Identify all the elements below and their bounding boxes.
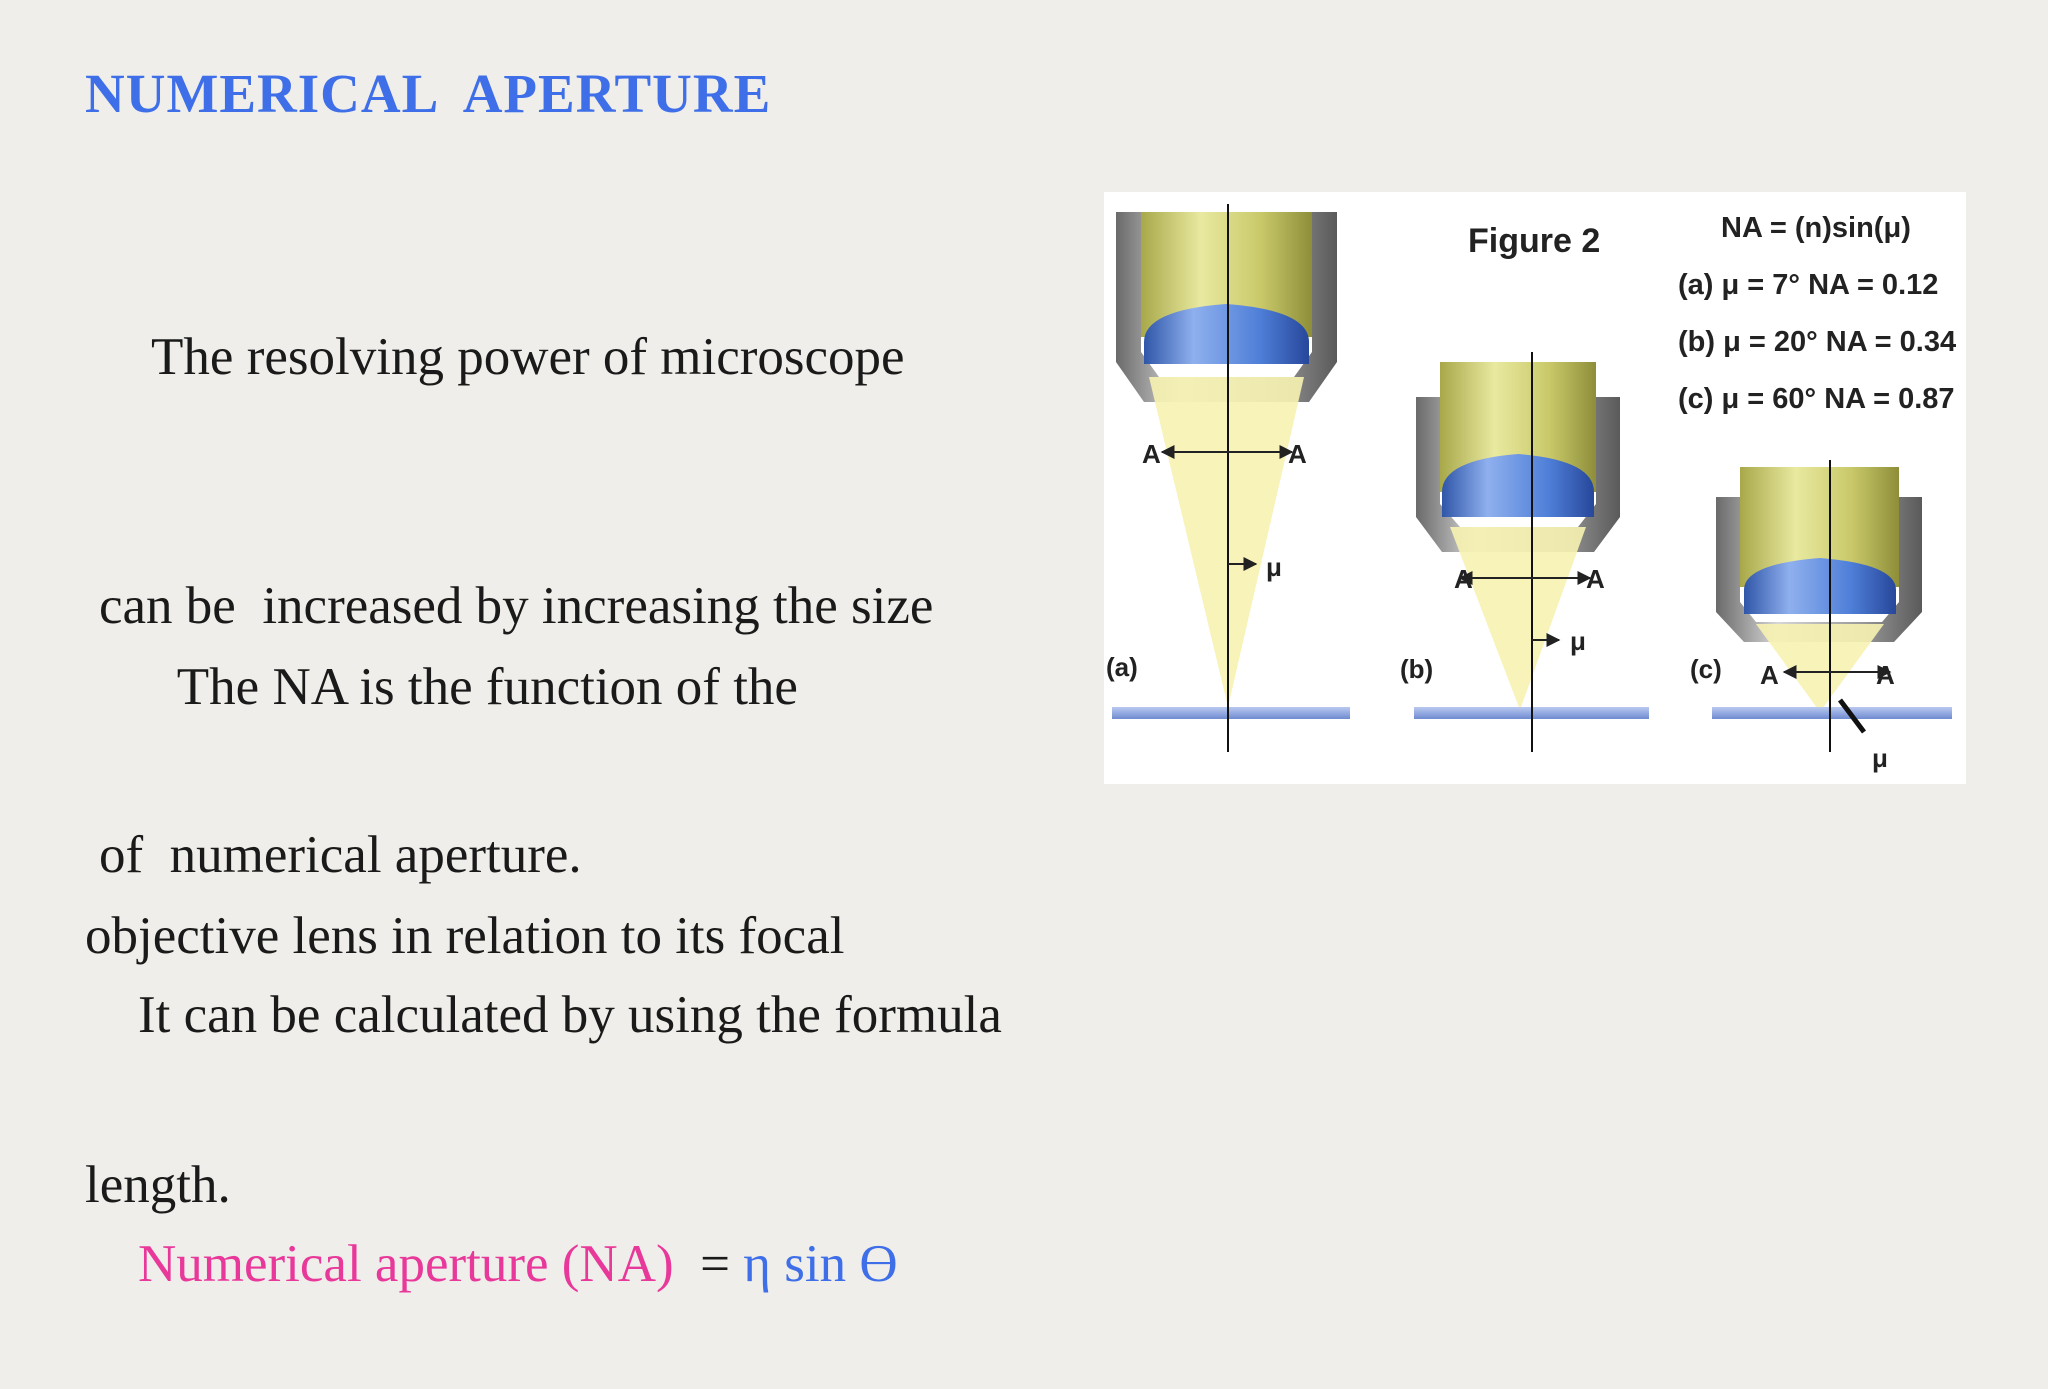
paragraph-line: The NA is the function of the	[85, 658, 798, 716]
slide-title: NUMERICAL APERTURE	[85, 63, 772, 124]
paragraph-line: of numerical aperture.	[99, 826, 582, 884]
formula-rhs: η sin ϴ	[743, 1235, 898, 1293]
formula-equals: =	[673, 1235, 744, 1293]
panel-label-a: (a)	[1106, 652, 1138, 682]
paragraph-line: can be increased by increasing the size	[99, 577, 934, 635]
aperture-label: A	[1876, 660, 1895, 690]
aperture-label: A	[1760, 660, 1779, 690]
panel-a	[1112, 204, 1350, 752]
figure-row-c: (c) μ = 60° NA = 0.87	[1678, 383, 1955, 415]
panel-b	[1414, 352, 1649, 752]
angle-label: μ	[1266, 552, 1282, 582]
angle-label: μ	[1872, 743, 1888, 773]
figure-row-b: (b) μ = 20° NA = 0.34	[1678, 326, 1956, 358]
aperture-label: A	[1142, 439, 1161, 469]
paragraph-line: objective lens in relation to its focal	[85, 907, 845, 965]
angle-label: μ	[1570, 626, 1586, 656]
aperture-label: A	[1586, 564, 1605, 594]
resolving-power-paragraph: The resolving power of microscope can be…	[99, 150, 933, 980]
panel-c	[1712, 460, 1952, 752]
paragraph-line: It can be calculated by using the formul…	[85, 986, 1002, 1044]
panel-label-b: (b)	[1400, 654, 1433, 684]
aperture-label: A	[1454, 564, 1473, 594]
formula-lhs: Numerical aperture (NA)	[138, 1235, 674, 1293]
objective-lens-diagram: A A μ (a) A A μ (b) A	[1106, 204, 1956, 773]
figure-caption: Figure 2	[1468, 222, 1600, 260]
numerical-aperture-figure: A A μ (a) A A μ (b) A	[1104, 192, 1966, 784]
formula-line: Numerical aperture (NA) = η sin ϴ	[85, 1223, 1002, 1306]
formula-paragraph: It can be calculated by using the formul…	[85, 808, 1002, 1389]
panel-label-c: (c)	[1690, 654, 1722, 684]
figure-row-a: (a) μ = 7° NA = 0.12	[1678, 269, 1938, 301]
aperture-label: A	[1288, 439, 1307, 469]
paragraph-line: The resolving power of microscope	[99, 328, 905, 386]
figure-formula: NA = (n)sin(μ)	[1721, 212, 1911, 244]
